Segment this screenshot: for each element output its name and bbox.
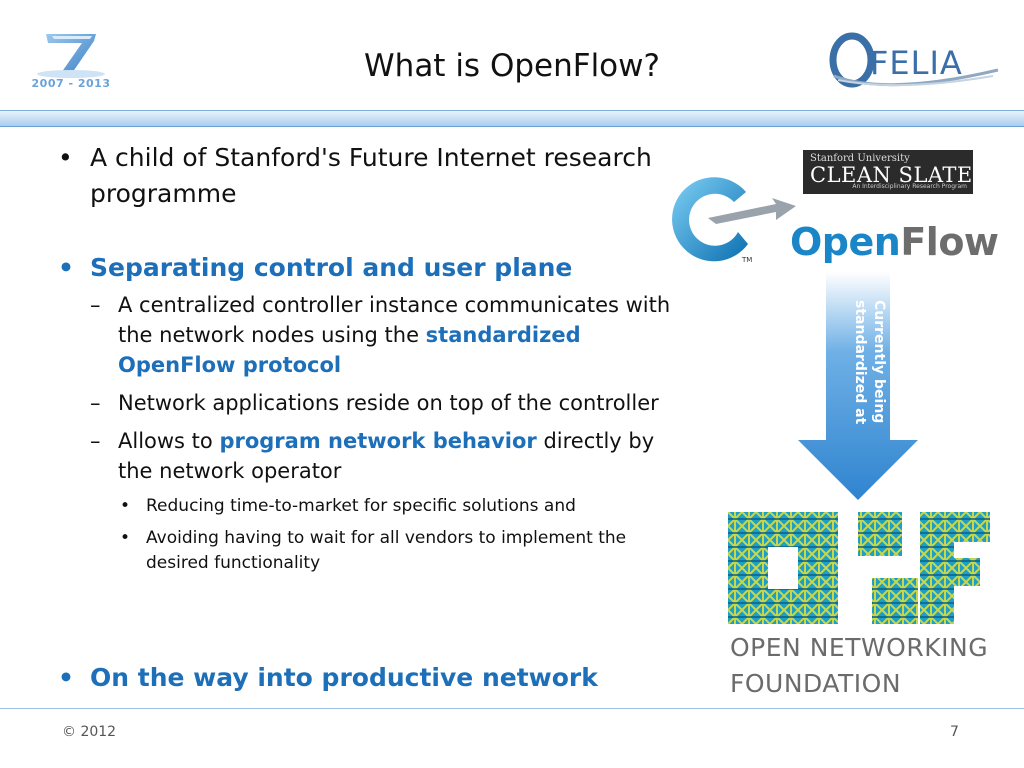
clean-slate-title: CLEAN SLATE <box>810 163 973 187</box>
down-arrow <box>796 272 920 502</box>
clean-slate-university: Stanford University <box>810 153 910 164</box>
footer-copyright: © 2012 <box>62 724 117 740</box>
sub-sub-bullet-item: • Reducing time-to-market for specific s… <box>120 496 576 516</box>
sub-sub-bullet-text: Avoiding having to wait for all vendors … <box>146 528 627 573</box>
bullet-list-final: • On the way into productive network <box>58 660 686 696</box>
sub-bullet-text: A centralized controller instance commun… <box>118 293 671 347</box>
onf-letters-icon <box>728 512 990 624</box>
fp7-seven-icon <box>37 34 105 78</box>
fp7-years: 2007 - 2013 <box>31 77 111 90</box>
clean-slate-logo: Stanford University CLEAN SLATE An Inter… <box>803 150 973 194</box>
bullet-item: • A child of Stanford's Future Internet … <box>58 143 652 208</box>
bullet-list: • A child of Stanford's Future Internet … <box>58 140 686 576</box>
sub-bullet-item: – A centralized controller instance comm… <box>90 293 671 377</box>
footer-divider <box>0 708 1024 709</box>
openflow-tm: TM <box>741 256 752 264</box>
clean-slate-subtitle: An Interdisciplinary Research Program <box>852 183 967 190</box>
openflow-logo: TM OpenFlow <box>668 170 999 270</box>
openflow-flow: Flow <box>900 220 999 264</box>
sub-sub-bullet-item: • Avoiding having to wait for all vendor… <box>120 528 627 573</box>
sub-bullet-highlight: standardized OpenFlow protocol <box>118 323 581 377</box>
ofelia-logo: FELIA <box>828 26 1003 96</box>
bullet-text: A child of Stanford's Future Internet re… <box>90 143 652 208</box>
onf-line2: FOUNDATION <box>730 669 902 698</box>
bullet-item: • On the way into productive network <box>58 663 598 692</box>
down-arrow-icon <box>798 272 918 500</box>
sub-bullet-text: Allows to <box>118 429 220 453</box>
onf-text: OPEN NETWORKING FOUNDATION <box>730 630 988 702</box>
header-band <box>0 110 1024 127</box>
sub-bullet-item: – Network applications reside on top of … <box>90 391 659 415</box>
openflow-open: Open <box>790 220 901 264</box>
openflow-wordmark: OpenFlow <box>790 220 999 264</box>
ofelia-logo-text: FELIA <box>870 44 963 82</box>
slide-title: What is OpenFlow? <box>364 48 660 84</box>
sub-sub-bullet-text: Reducing time-to-market for specific sol… <box>146 496 576 516</box>
sub-bullet-item: – Allows to program network behavior dir… <box>90 429 655 483</box>
onf-line1: OPEN NETWORKING <box>730 633 989 662</box>
ofelia-swirl-icon <box>829 32 999 88</box>
bullet-text: Separating control and user plane <box>90 253 573 282</box>
arrow-caption: Currently being standardized at <box>852 300 887 425</box>
fp7-logo: 2007 - 2013 <box>26 30 116 96</box>
sub-bullet-text: Network applications reside on top of th… <box>118 391 659 415</box>
openflow-swirl-icon: TM <box>672 177 796 264</box>
bullet-item: • Separating control and user plane <box>58 253 573 282</box>
sub-bullet-text: directly by the network operator <box>118 429 655 483</box>
page-number: 7 <box>950 724 959 740</box>
bullet-text: On the way into productive network <box>90 663 598 692</box>
onf-logo <box>728 512 990 624</box>
sub-bullet-highlight: program network behavior <box>219 429 537 453</box>
